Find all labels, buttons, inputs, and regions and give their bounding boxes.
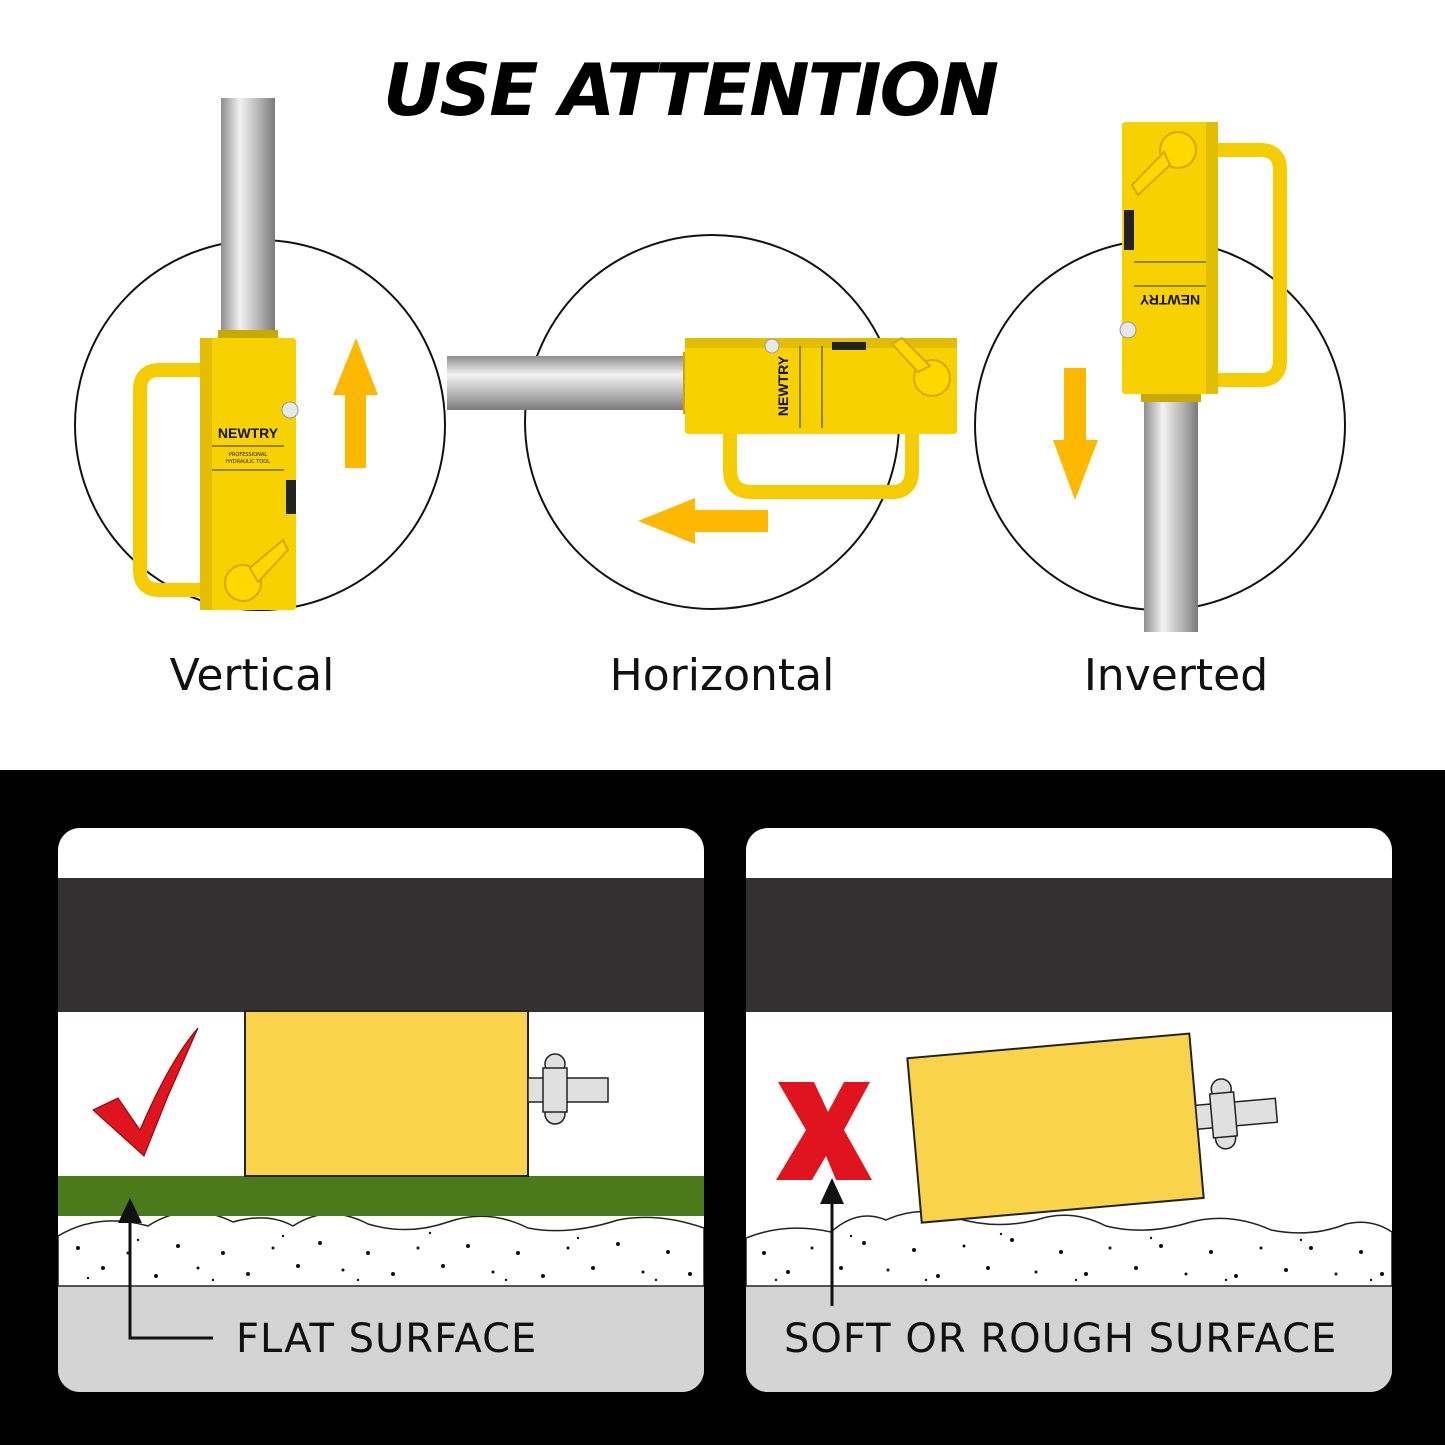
horizontal-jack: NEWTRY [447,336,957,544]
top-plate [746,878,1392,1012]
label-horizontal: Horizontal [609,650,835,701]
up-arrow-icon [333,338,378,468]
rough-surface-caption: SOFT OR ROUGH SURFACE [784,1316,1338,1362]
svg-text:PROFESSIONAL: PROFESSIONAL [229,452,267,458]
label-vertical: Vertical [169,650,335,701]
label-inverted: Inverted [1083,650,1269,701]
gravel-dots [762,1232,1384,1282]
flat-surface-caption: FLAT SURFACE [236,1316,538,1362]
x-icon [776,1082,872,1180]
valve-icon [527,1053,609,1125]
down-arrow-icon [1053,368,1098,500]
pointer-arrow-icon [118,1198,142,1223]
jack-body [244,1010,529,1177]
check-icon [92,1027,199,1157]
horizontal-brand-text: NEWTRY [775,355,791,416]
floor [746,1286,1392,1392]
top-plate [58,878,704,1012]
gravel-dots [76,1231,692,1282]
left-arrow-icon [638,498,768,544]
inverted-jack: NEWTRY [1053,122,1287,632]
vertical-jack: NEWTRY PROFESSIONAL HYDRAULIC TOOL [133,98,378,610]
rough-surface-panel: SOFT OR ROUGH SURFACE [746,828,1392,1392]
surface-comparison-section: FLAT SURFACE [0,770,1445,1445]
valve-icon [1194,1078,1279,1150]
flat-base-plate [58,1176,704,1216]
flat-surface-panel: FLAT SURFACE [58,828,704,1392]
svg-text:HYDRAULIC TOOL: HYDRAULIC TOOL [226,459,270,465]
jack-body [906,1032,1205,1224]
page-title: USE ATTENTION [382,48,999,132]
inverted-brand-text: NEWTRY [1139,292,1200,308]
tilted-jack [906,1032,1279,1224]
orientation-illustration: NEWTRY PROFESSIONAL HYDRAULIC TOOL NEWTR… [74,98,1346,632]
vertical-brand-text: NEWTRY [218,425,279,441]
pointer-arrow-icon [820,1178,844,1204]
gravel-ground [746,1210,1392,1287]
